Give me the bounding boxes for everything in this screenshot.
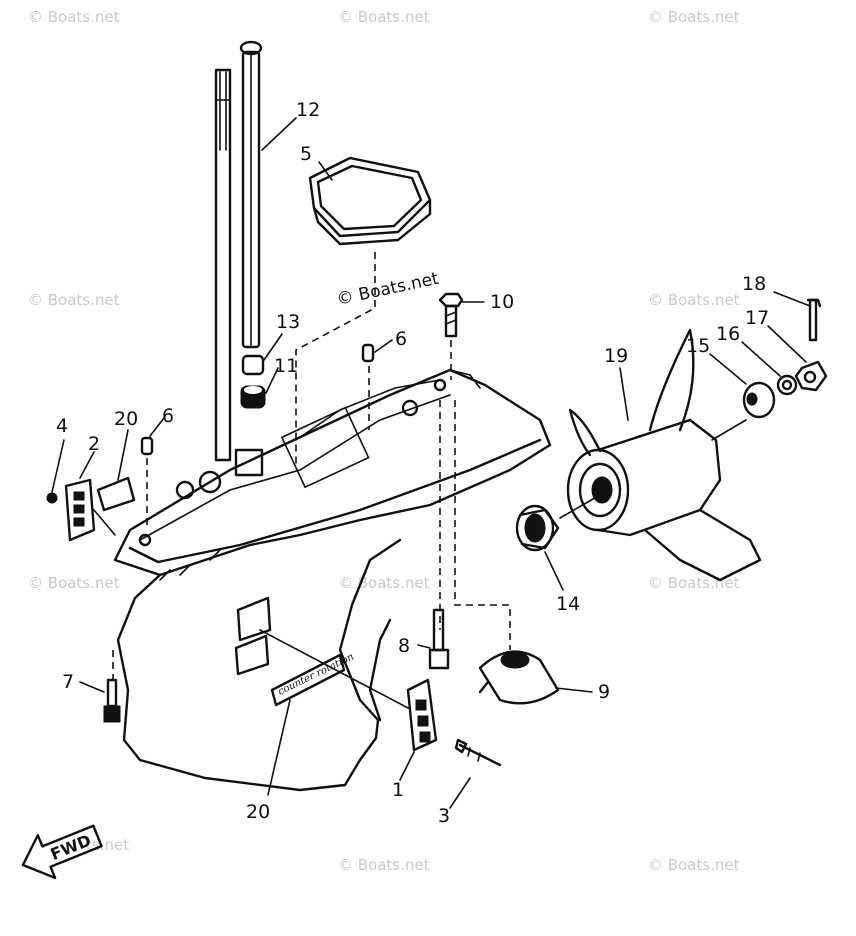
callout-3: 3 bbox=[438, 805, 450, 827]
leader-16 bbox=[741, 341, 781, 377]
leader-20b bbox=[267, 699, 291, 796]
callout-18: 18 bbox=[742, 273, 766, 295]
leader-15 bbox=[709, 353, 747, 385]
leader-8 bbox=[417, 644, 431, 649]
callout-1: 1 bbox=[392, 779, 404, 801]
callout-14: 14 bbox=[556, 593, 580, 615]
prop-axis bbox=[711, 419, 747, 441]
callout-12: 12 bbox=[296, 99, 320, 121]
watermark: © Boats.net bbox=[338, 8, 430, 26]
bolt-8 bbox=[428, 608, 450, 670]
callout-4: 4 bbox=[56, 415, 68, 437]
watermark: © Boats.net bbox=[28, 291, 120, 309]
callout-10: 10 bbox=[490, 291, 514, 313]
leader-19 bbox=[619, 367, 629, 421]
leader-3 bbox=[449, 777, 471, 809]
callout-20b: 20 bbox=[246, 801, 270, 823]
washer-15 bbox=[742, 381, 776, 419]
callout-2: 2 bbox=[88, 433, 100, 455]
screw-4 bbox=[46, 492, 58, 504]
shift-rod bbox=[239, 40, 263, 349]
cotter-pin bbox=[806, 298, 822, 342]
callout-16: 16 bbox=[716, 323, 740, 345]
thrust-spacer bbox=[515, 504, 560, 552]
forward-direction-arrow-icon: FWD bbox=[21, 824, 103, 880]
watermark: © Boats.net bbox=[338, 574, 430, 592]
callout-17: 17 bbox=[745, 307, 769, 329]
leader-6a bbox=[149, 417, 165, 437]
leader-12 bbox=[261, 117, 297, 151]
watermark: © Boats.net bbox=[648, 856, 740, 874]
callout-19: 19 bbox=[604, 345, 628, 367]
gasket-leader bbox=[295, 252, 376, 468]
dowel-pin bbox=[361, 343, 375, 363]
watermark-center: © Boats.net bbox=[335, 269, 441, 310]
side-plate-left bbox=[64, 478, 96, 542]
callout-5: 5 bbox=[300, 143, 312, 165]
callout-13: 13 bbox=[276, 311, 300, 333]
trim-tab-anode bbox=[478, 650, 560, 705]
leader-17 bbox=[767, 325, 807, 363]
watermark: © Boats.net bbox=[28, 574, 120, 592]
callout-9: 9 bbox=[598, 681, 610, 703]
leader-2 bbox=[79, 451, 95, 479]
screw-3 bbox=[454, 738, 502, 767]
callout-8: 8 bbox=[398, 635, 410, 657]
washer-16 bbox=[776, 374, 798, 396]
bolt-10 bbox=[438, 292, 464, 338]
callout-20a: 20 bbox=[114, 408, 138, 430]
leader-13 bbox=[263, 333, 283, 361]
watermark: © Boats.net bbox=[648, 8, 740, 26]
leader-4 bbox=[51, 439, 65, 493]
propeller-nut bbox=[794, 360, 828, 392]
callout-15: 15 bbox=[686, 335, 710, 357]
watermark: © Boats.net bbox=[338, 856, 430, 874]
watermark-layer: © Boats.net © Boats.net © Boats.net © Bo… bbox=[28, 8, 740, 874]
watermark: ts.net bbox=[86, 836, 129, 854]
dowel-pin bbox=[140, 436, 154, 456]
leader-5 bbox=[318, 161, 333, 181]
drive-shaft bbox=[214, 68, 232, 462]
callout-7: 7 bbox=[62, 671, 74, 693]
callout-6b: 6 bbox=[395, 328, 407, 350]
decal-strip bbox=[96, 476, 136, 512]
prop-axis bbox=[559, 494, 601, 519]
leader-20a bbox=[117, 429, 129, 481]
plate-leader bbox=[259, 629, 409, 709]
plate-leader bbox=[93, 509, 116, 536]
propeller bbox=[566, 328, 762, 582]
leader-18 bbox=[773, 291, 811, 307]
housing-decals: counter rotation bbox=[234, 596, 356, 707]
bolt-7 bbox=[103, 678, 121, 723]
leader-11 bbox=[265, 367, 279, 394]
anode-leader bbox=[454, 400, 511, 650]
leader-14 bbox=[544, 551, 564, 591]
leader-6b bbox=[374, 339, 393, 353]
callout-6a: 6 bbox=[162, 405, 174, 427]
side-plate-right bbox=[406, 678, 438, 752]
watermark: © Boats.net bbox=[28, 8, 120, 26]
callout-11: 11 bbox=[274, 355, 298, 377]
gasket bbox=[308, 156, 432, 246]
lower-case-housing bbox=[113, 368, 552, 792]
watermark: © Boats.net bbox=[648, 291, 740, 309]
leader-7 bbox=[79, 681, 105, 693]
shift-rod-bushings bbox=[240, 354, 266, 409]
leader-1 bbox=[399, 751, 415, 781]
leader-9 bbox=[555, 687, 593, 693]
